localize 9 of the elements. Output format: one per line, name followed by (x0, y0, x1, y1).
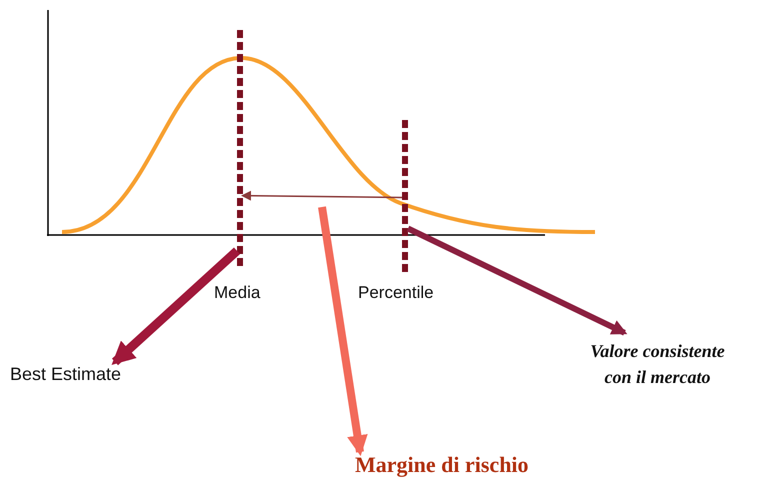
arrow (112, 247, 240, 366)
callout-text: Valore consistente con il mercato (589, 340, 726, 389)
callout-text: Margine di rischio (355, 452, 530, 478)
axis-label: Percentile (358, 283, 434, 303)
arrow (318, 206, 368, 456)
callout-text: Best Estimate (10, 364, 122, 385)
arrow (241, 190, 402, 201)
arrow (406, 226, 628, 336)
axis-label: Media (214, 283, 260, 303)
